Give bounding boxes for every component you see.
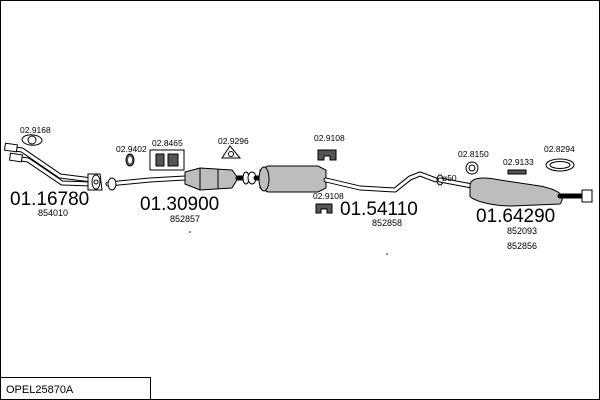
accessory-code-9296: 02.9296 xyxy=(218,136,249,146)
catalytic-converter xyxy=(105,167,251,191)
oe-number-rear-silencer-2: 852856 xyxy=(507,241,537,251)
part-number-rear-silencer: 01.64290 xyxy=(476,206,555,227)
stray-dot xyxy=(386,253,388,255)
part-number-middle-silencer: 01.54110 xyxy=(340,199,418,220)
front-pipe xyxy=(3,142,103,191)
accessory-9133-hanger xyxy=(507,169,527,175)
accessory-8294-ring xyxy=(545,158,575,172)
middle-silencer xyxy=(247,165,439,193)
diagram-title: OPEL25870A xyxy=(6,384,74,396)
stray-dot xyxy=(189,231,191,233)
rear-silencer xyxy=(436,174,593,207)
accessory-9402-clamp xyxy=(125,153,135,167)
accessory-code-8465: 02.8465 xyxy=(152,138,183,148)
oe-number-middle-silencer: 852858 xyxy=(372,218,402,228)
accessory-8465-mounting-kit xyxy=(149,149,185,171)
accessory-code-9108-lower: 02.9108 xyxy=(313,191,344,201)
accessory-code-8150: 02.8150 xyxy=(458,149,489,159)
oe-number-rear-silencer-1: 852093 xyxy=(507,226,537,236)
accessory-9168-gasket xyxy=(21,134,43,146)
accessory-code-8294: 02.8294 xyxy=(544,144,575,154)
accessory-9108-hanger-lower xyxy=(315,203,333,214)
accessory-code-9168: 02.9168 xyxy=(20,125,51,135)
oe-number-catalytic-converter: 852857 xyxy=(170,214,200,224)
accessory-8150-clamp xyxy=(465,161,479,175)
part-number-front-pipe: 01.16780 xyxy=(10,189,89,210)
accessory-code-9133: 02.9133 xyxy=(503,157,534,167)
part-number-catalytic-converter: 01.30900 xyxy=(140,194,219,215)
accessory-9108-hanger-upper xyxy=(317,149,337,161)
accessory-code-9402: 02.9402 xyxy=(116,144,147,154)
accessory-code-9108-upper: 02.9108 xyxy=(314,133,345,143)
oe-number-front-pipe: 854010 xyxy=(38,208,68,218)
dimension-label: ø50 xyxy=(442,173,457,183)
accessory-9296-bracket xyxy=(221,145,242,159)
